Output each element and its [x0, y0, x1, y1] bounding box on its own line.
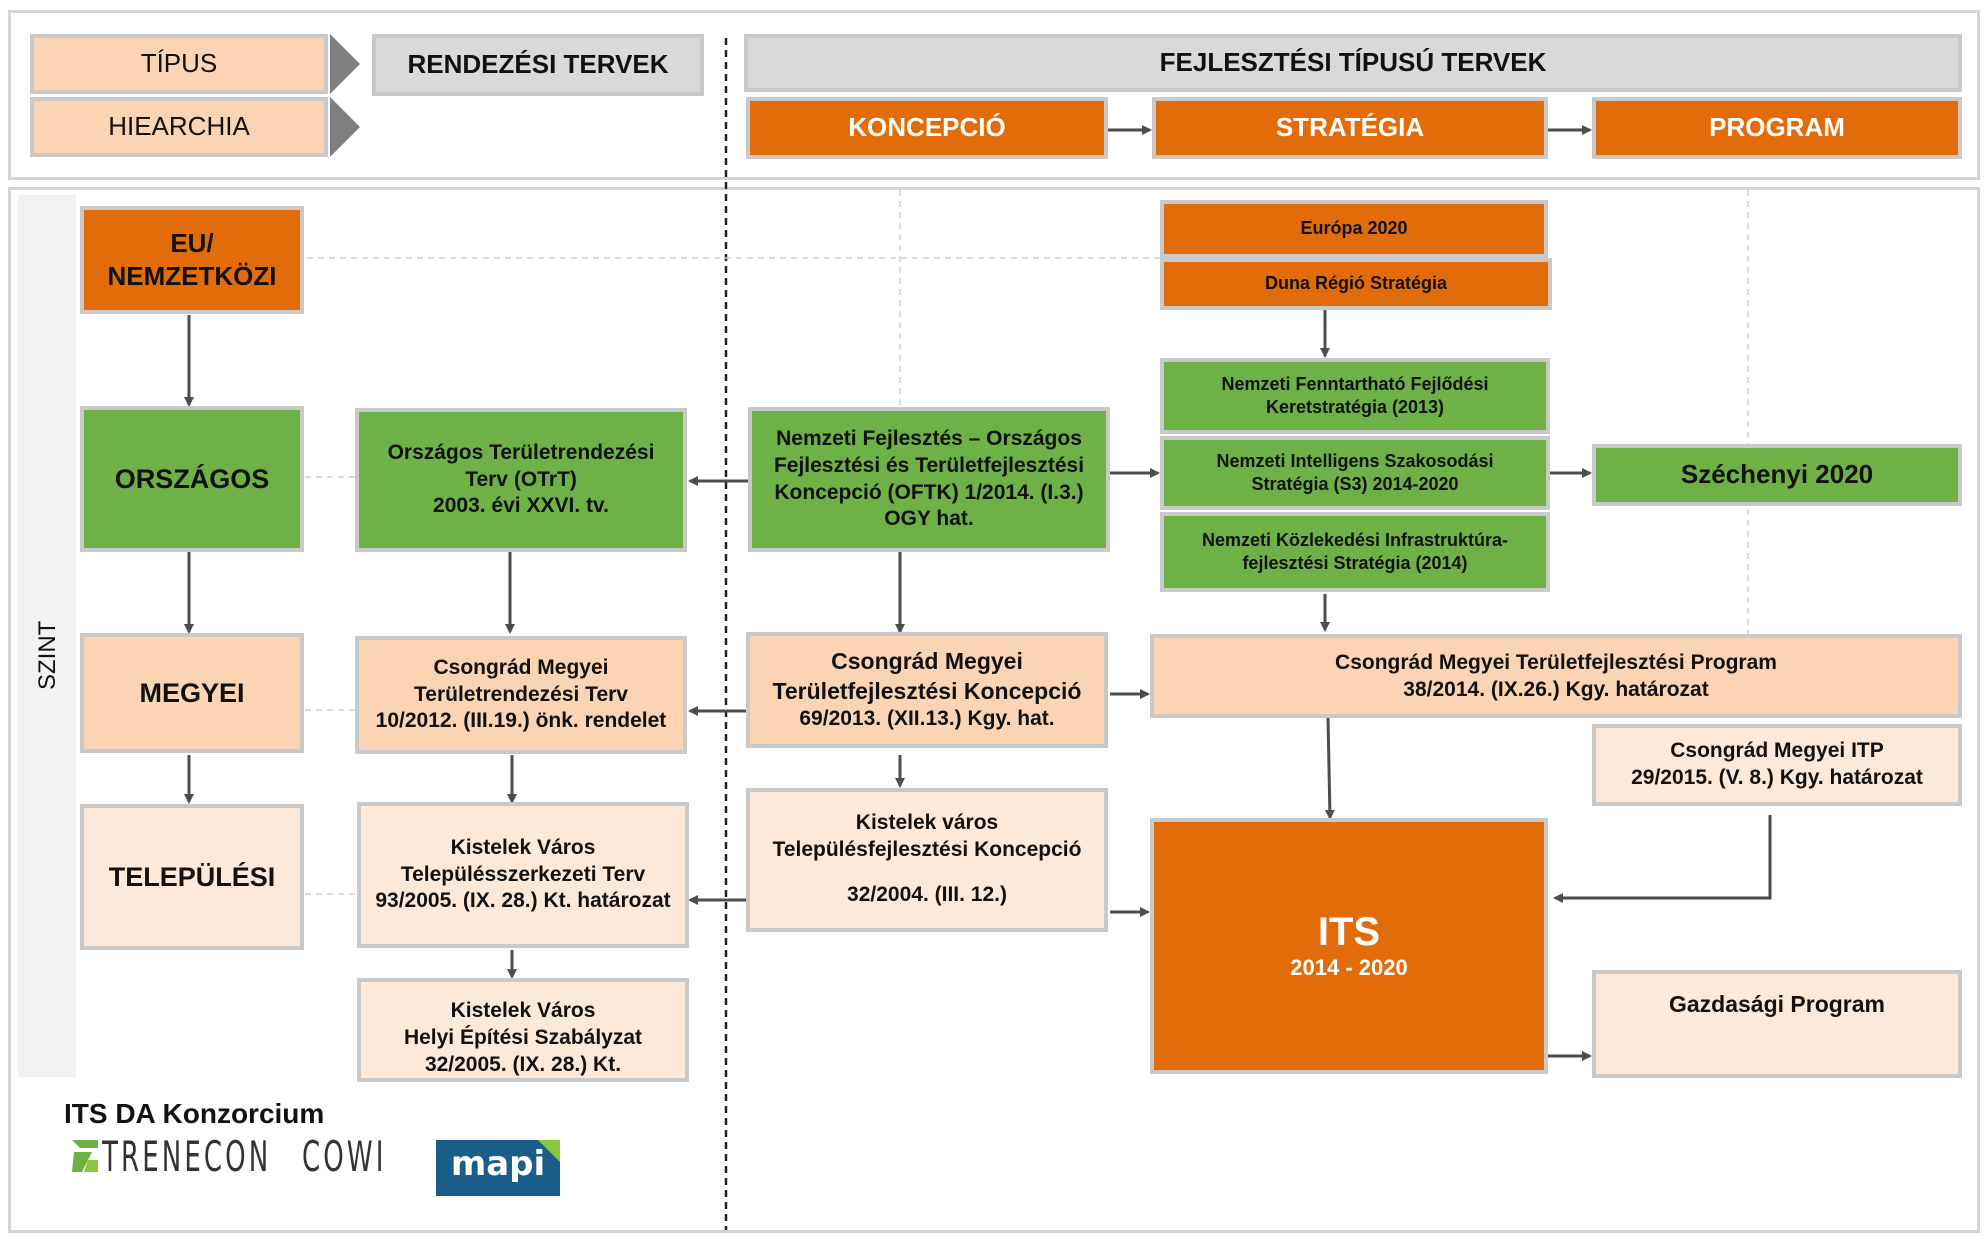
rendezesi-text: RENDEZÉSI TERVEK: [407, 49, 669, 80]
hierarchia-label: HIEARCHIA: [30, 97, 328, 157]
level-telepulesi: TELEPÜLÉSI: [80, 804, 304, 950]
mapi-text: mapi: [450, 1144, 546, 1184]
strategia-text: STRATÉGIA: [1275, 112, 1425, 143]
helyi-epitesi-szabalyzat-box: Kistelek Város Helyi Építési Szabályzat …: [357, 978, 689, 1082]
szint-label: SZINT: [34, 620, 61, 690]
duna-regio-box: Duna Régió Stratégia: [1160, 258, 1552, 310]
program-text: PROGRAM: [1709, 112, 1845, 143]
side-strip: [18, 195, 76, 1077]
mapi-logo: mapi: [436, 1140, 560, 1196]
megyei-rendezesi-box: Csongrád Megyei Területrendezési Terv 10…: [355, 636, 687, 754]
program-header: PROGRAM: [1592, 97, 1962, 159]
kozlekedesi-box: Nemzeti Közlekedési Infrastruktúra- fejl…: [1160, 512, 1550, 592]
hierarchia-text: HIEARCHIA: [108, 111, 250, 142]
level-eu: EU/ NEMZETKÖZI: [80, 206, 304, 314]
trenecon-logo-icon: [70, 1138, 100, 1174]
tipus-label: TÍPUS: [30, 34, 328, 94]
rendezesi-header: RENDEZÉSI TERVEK: [372, 34, 704, 96]
szechenyi-2020-box: Széchenyi 2020: [1592, 444, 1962, 506]
oftk-box: Nemzeti Fejlesztés – Országos Fejlesztés…: [748, 407, 1110, 552]
megyei-koncepcio-box: Csongrád Megyei Területfejlesztési Konce…: [746, 632, 1108, 748]
level-megyei: MEGYEI: [80, 633, 304, 753]
otrt-box: Országos Területrendezési Terv (OTrT) 20…: [355, 408, 687, 552]
telepules-koncepcio-box: Kistelek város Településfejlesztési Konc…: [746, 788, 1108, 932]
fejlesztesi-header: FEJLESZTÉSI TÍPUSÚ TERVEK: [744, 34, 1962, 92]
its-box: ITS 2014 - 2020: [1150, 818, 1548, 1074]
s3-box: Nemzeti Intelligens Szakosodási Stratégi…: [1160, 436, 1550, 510]
megyei-program-box: Csongrád Megyei Területfejlesztési Progr…: [1150, 634, 1962, 718]
koncepcio-header: KONCEPCIÓ: [746, 97, 1108, 159]
europa-2020-box: Európa 2020: [1160, 200, 1548, 258]
itp-box: Csongrád Megyei ITP 29/2015. (V. 8.) Kgy…: [1592, 724, 1962, 806]
level-orszagos: ORSZÁGOS: [80, 406, 304, 552]
mapi-corner-icon: [538, 1140, 560, 1162]
gazdasagi-program-box: Gazdasági Program: [1592, 970, 1962, 1078]
hierarchia-chevron-icon: [330, 97, 360, 157]
tipus-text: TÍPUS: [140, 48, 218, 79]
strategia-header: STRATÉGIA: [1152, 97, 1548, 159]
telepulesszerkezeti-box: Kistelek Város Településszerkezeti Terv …: [357, 802, 689, 948]
cowi-logo: COWI: [302, 1132, 387, 1181]
trenecon-logo: TRENECON: [102, 1132, 272, 1181]
nfft-box: Nemzeti Fenntartható Fejlődési Keretstra…: [1160, 358, 1550, 434]
koncepcio-text: KONCEPCIÓ: [848, 112, 1006, 143]
tipus-chevron-icon: [330, 34, 360, 94]
fejlesztesi-text: FEJLESZTÉSI TÍPUSÚ TERVEK: [1159, 47, 1547, 78]
konzorcium-label: ITS DA Konzorcium: [64, 1098, 325, 1129]
